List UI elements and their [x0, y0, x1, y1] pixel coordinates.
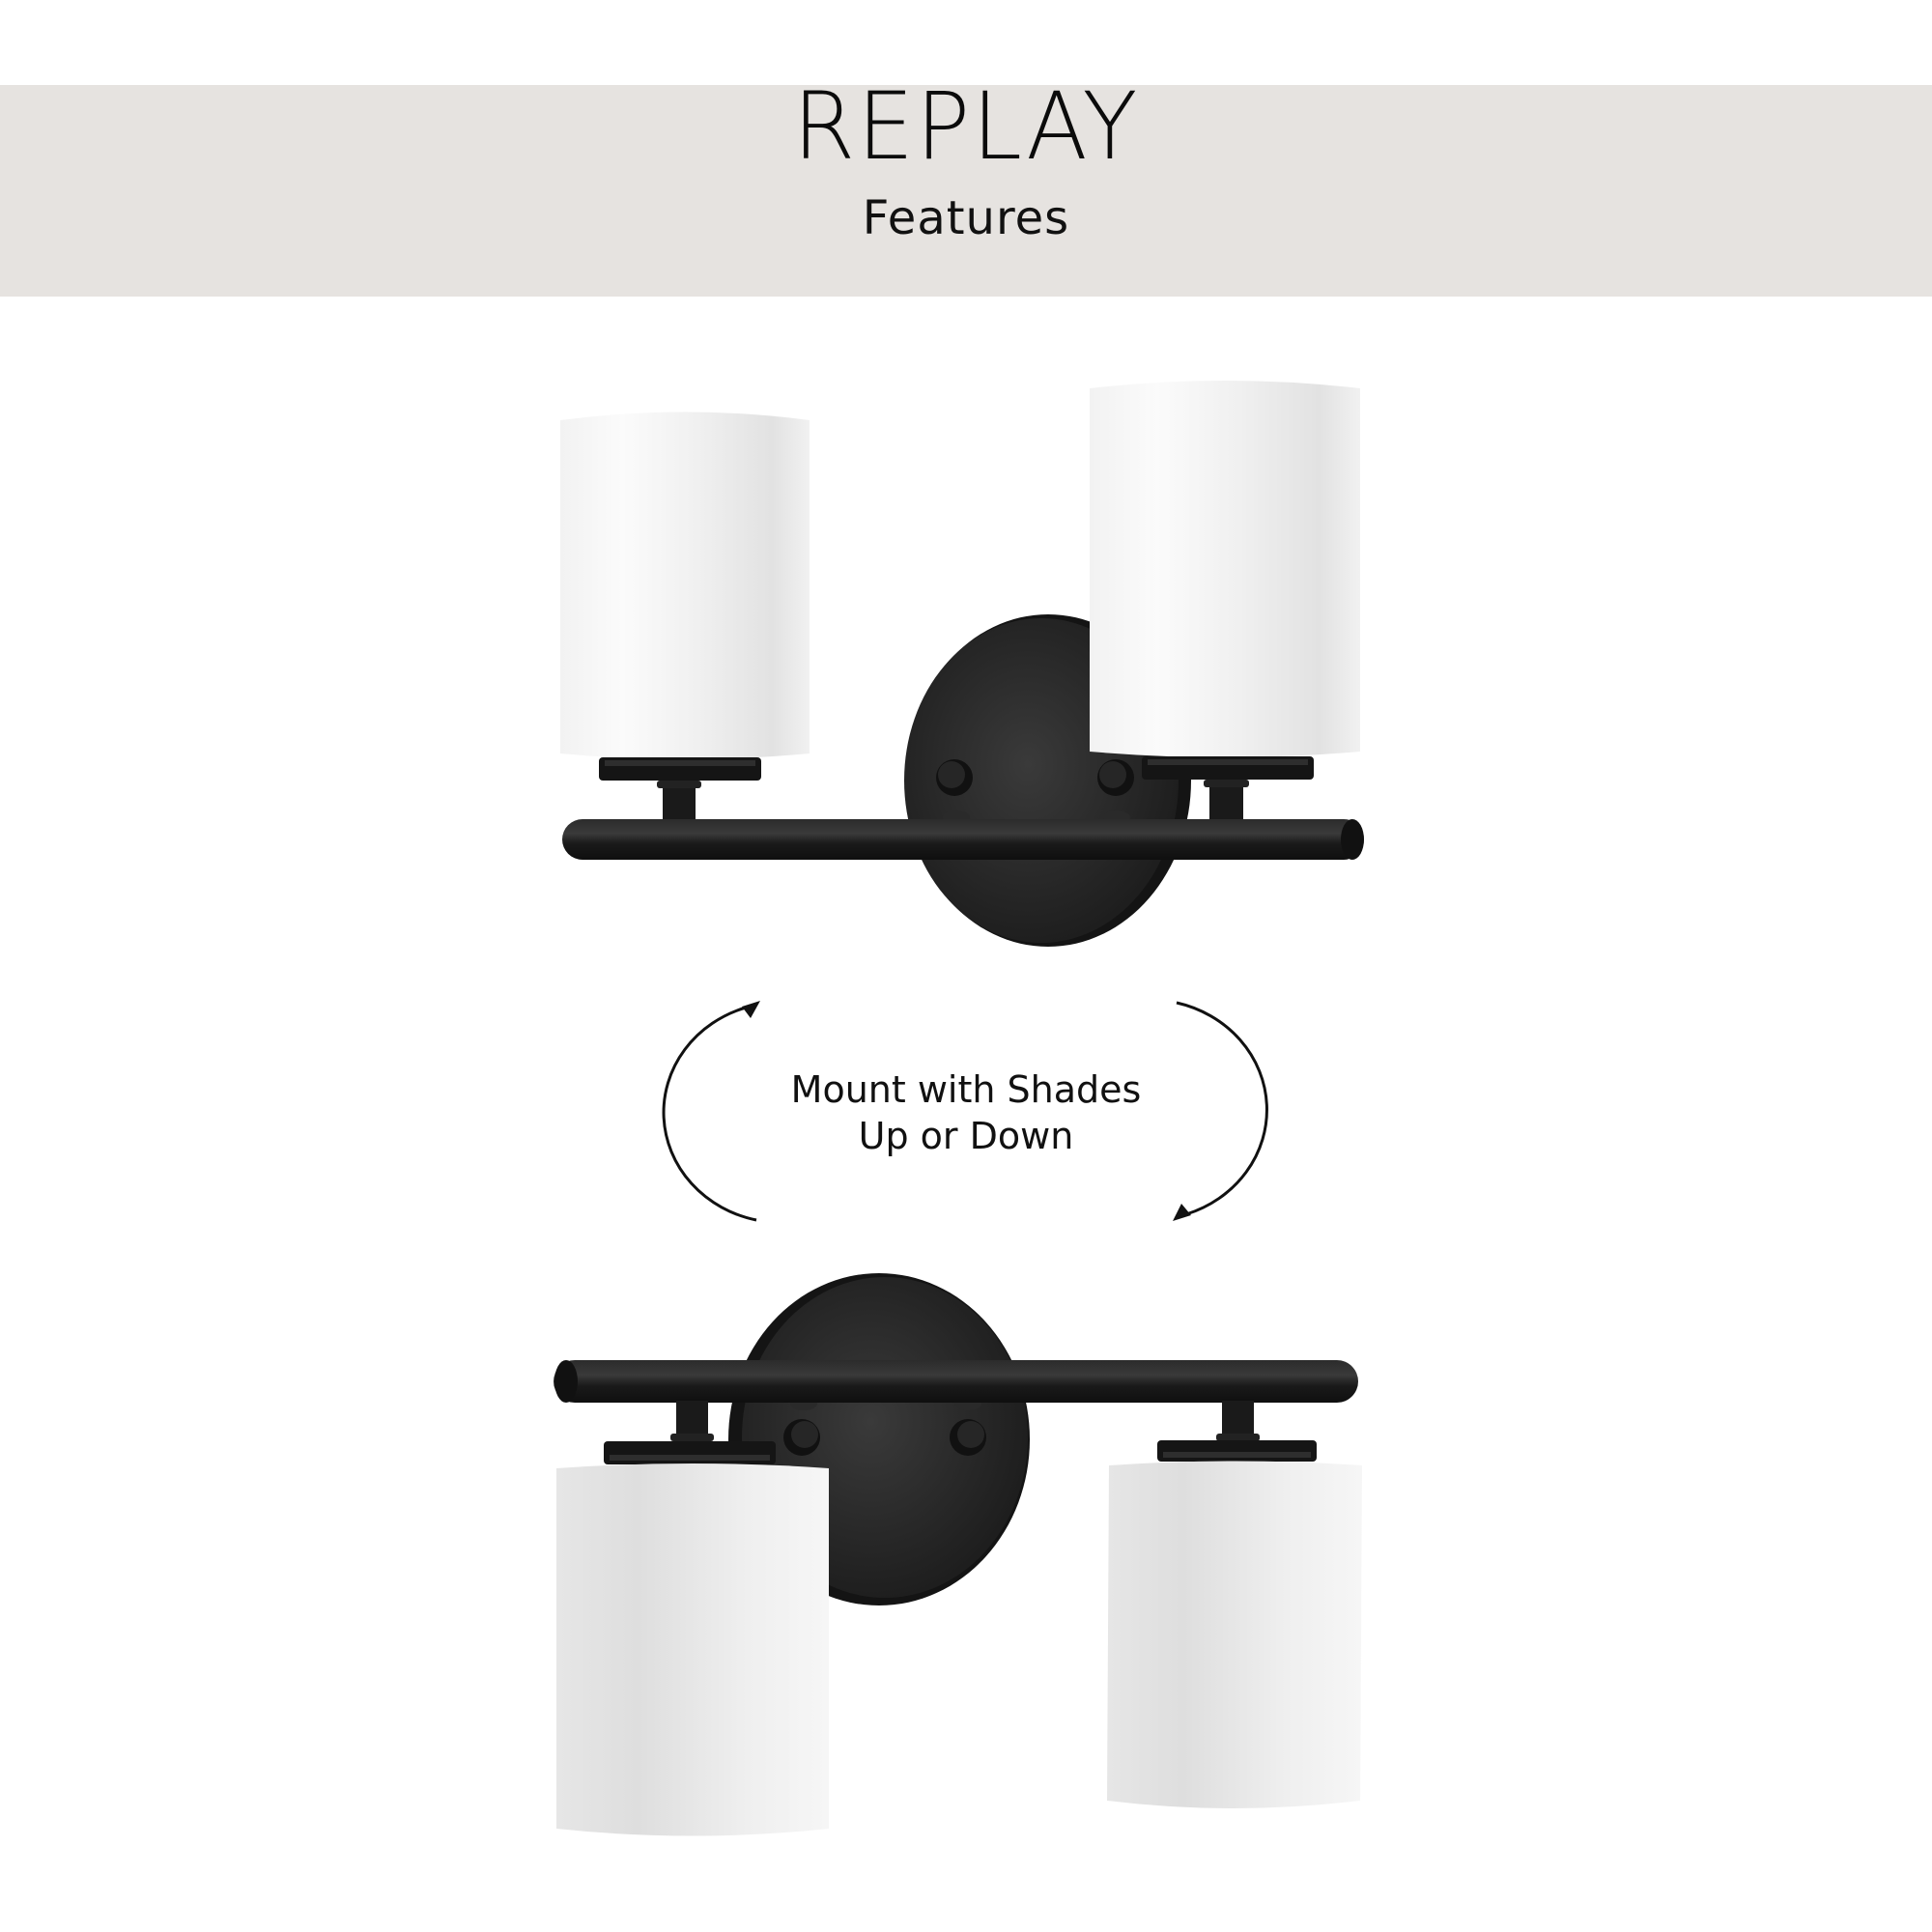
- caption-line-2: Up or Down: [858, 1115, 1074, 1157]
- shade-bottom-right: [1107, 1461, 1362, 1808]
- socket-cup: [1157, 1440, 1317, 1462]
- crossbar: [562, 819, 1364, 860]
- shade-bottom-left: [556, 1463, 829, 1836]
- fixture-shades-down: [554, 1273, 1362, 1836]
- header-banner: [0, 85, 1932, 297]
- rotate-arrow-down-icon: [1176, 1001, 1268, 1216]
- socket-cup: [604, 1441, 776, 1464]
- section-subtitle: Features: [862, 191, 1070, 245]
- socket-stem: [1222, 1401, 1254, 1439]
- caption-line-1: Mount with Shades: [790, 1068, 1142, 1111]
- arrow-head-down: [1173, 1204, 1191, 1221]
- crossbar: [554, 1360, 1358, 1403]
- arrow-head-up: [742, 1001, 760, 1018]
- brand-title: REPLAY: [792, 72, 1140, 181]
- feature-caption: Mount with Shades Up or Down: [0, 1066, 1932, 1159]
- shade-top-left: [560, 412, 810, 759]
- socket-stem: [676, 1401, 708, 1439]
- fixture-shades-up: [560, 381, 1364, 947]
- shade-top-right: [1090, 381, 1360, 757]
- rotate-arrow-up-icon: [662, 1006, 757, 1222]
